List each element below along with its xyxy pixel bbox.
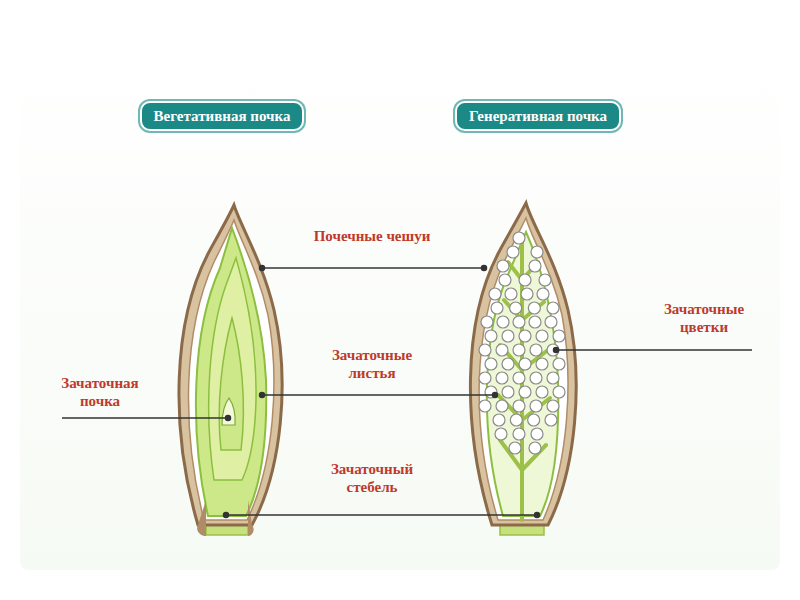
flower-bud	[545, 316, 557, 328]
flower-bud	[530, 400, 542, 412]
flower-bud	[530, 344, 542, 356]
flower-bud	[496, 400, 508, 412]
flower-bud	[537, 288, 549, 300]
flower-bud	[481, 316, 493, 328]
flower-bud	[510, 414, 522, 426]
heading-box: Вегетативная почка	[140, 101, 305, 131]
heading-box: Генеративная почка	[455, 101, 621, 131]
flower-bud	[496, 344, 508, 356]
generative-bud	[470, 203, 576, 535]
flower-bud	[513, 316, 525, 328]
flower-bud	[536, 386, 548, 398]
flower-bud	[479, 344, 491, 356]
background-panel	[20, 50, 780, 570]
flower-bud	[519, 330, 531, 342]
flower-bud	[505, 288, 517, 300]
flower-bud	[479, 372, 491, 384]
heading-text: Генеративная почка	[469, 108, 607, 124]
flower-bud	[539, 274, 551, 286]
part-label: Зачаточный стебель	[312, 460, 432, 496]
flower-bud	[547, 302, 559, 314]
flower-bud	[513, 428, 525, 440]
flower-bud	[509, 442, 521, 454]
leader-lines	[62, 266, 752, 518]
flower-bud	[497, 316, 509, 328]
flower-bud	[485, 386, 497, 398]
flower-bud	[553, 358, 565, 370]
flower-bud	[493, 414, 505, 426]
flower-bud	[513, 232, 525, 244]
flower-bud	[519, 386, 531, 398]
flower-bud	[513, 400, 525, 412]
flower-bud	[496, 372, 508, 384]
flower-bud	[502, 330, 514, 342]
flower-bud	[499, 274, 511, 286]
flower-bud	[519, 358, 531, 370]
flower-bud	[502, 358, 514, 370]
flower-bud	[513, 372, 525, 384]
flower-bud	[547, 400, 559, 412]
flower-bud	[529, 316, 541, 328]
vegetative-bud	[179, 205, 282, 536]
flower-bud	[545, 414, 557, 426]
flower-bud	[536, 330, 548, 342]
part-label: Зачаточная почка	[40, 374, 160, 410]
flower-bud	[530, 372, 542, 384]
flower-bud	[529, 260, 541, 272]
flower-bud	[507, 246, 519, 258]
flower-bud	[553, 386, 565, 398]
flower-bud	[529, 442, 541, 454]
flower-bud	[485, 358, 497, 370]
flower-bud	[547, 344, 559, 356]
flower-bud	[489, 288, 501, 300]
part-label: Зачаточные цветки	[644, 300, 764, 336]
flower-bud	[491, 302, 503, 314]
part-label: Почечные чешуи	[312, 227, 432, 245]
part-label: Зачаточные листья	[312, 346, 432, 382]
flower-bud	[547, 372, 559, 384]
flower-bud	[502, 386, 514, 398]
flower-bud	[485, 330, 497, 342]
flower-bud	[519, 274, 531, 286]
flower-bud	[521, 288, 533, 300]
flower-bud	[531, 246, 543, 258]
flower-bud	[479, 400, 491, 412]
flower-bud	[495, 428, 507, 440]
heading-text: Вегетативная почка	[154, 108, 291, 124]
flower-bud	[510, 302, 522, 314]
flower-bud	[513, 344, 525, 356]
flower-bud	[536, 358, 548, 370]
flower-bud	[528, 302, 540, 314]
flower-bud	[531, 428, 543, 440]
flower-bud	[497, 260, 509, 272]
flower-bud	[528, 414, 540, 426]
flower-bud	[553, 330, 565, 342]
